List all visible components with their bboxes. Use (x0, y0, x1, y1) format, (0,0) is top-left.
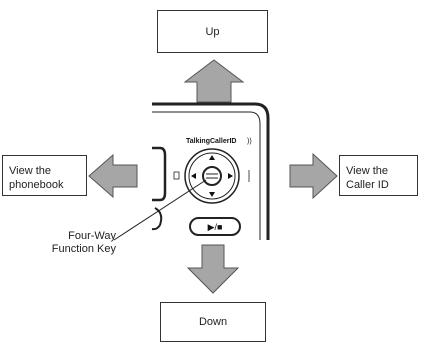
device-side-panel (152, 146, 167, 202)
left-indicator-icon (173, 171, 180, 180)
play-stop-label: ▶/■ (208, 222, 223, 232)
caller-id-label-line2: Caller ID (346, 179, 389, 191)
arrow-left-icon (88, 153, 138, 199)
caller-id-label-line1: View the (346, 165, 388, 177)
arrow-right-icon (289, 152, 338, 200)
center-key[interactable] (202, 166, 222, 186)
phonebook-box: View the phonebook (2, 155, 87, 196)
down-label: Down (198, 316, 228, 328)
key-down-tick-icon (209, 192, 215, 197)
four-way-key-inner-ring (188, 152, 236, 200)
arrow-down-icon (186, 244, 240, 294)
device-outline (152, 102, 270, 240)
function-key-label-line2: Function Key (51, 243, 116, 255)
up-box: Up (157, 10, 268, 53)
play-stop-button[interactable] (189, 217, 241, 236)
up-label: Up (205, 25, 220, 38)
arrow-up-icon (183, 59, 245, 103)
device-side-knob (151, 207, 163, 231)
function-key-callout: Four-Way Function Key (20, 230, 116, 256)
device-brand-label: TalkingCallerID (186, 138, 236, 145)
sound-icon: )) (247, 138, 252, 145)
caller-id-box: View the Caller ID (339, 155, 418, 196)
callout-leader-line (113, 179, 207, 241)
key-right-tick-icon (228, 173, 233, 179)
key-up-tick-icon (209, 155, 215, 160)
down-box: Down (160, 302, 266, 342)
key-left-tick-icon (191, 173, 196, 179)
device-inner-outline (152, 111, 261, 240)
phonebook-label-line2: phonebook (9, 179, 64, 191)
function-key-label-line1: Four-Way (68, 230, 116, 242)
phonebook-label-line1: View the (9, 165, 51, 177)
